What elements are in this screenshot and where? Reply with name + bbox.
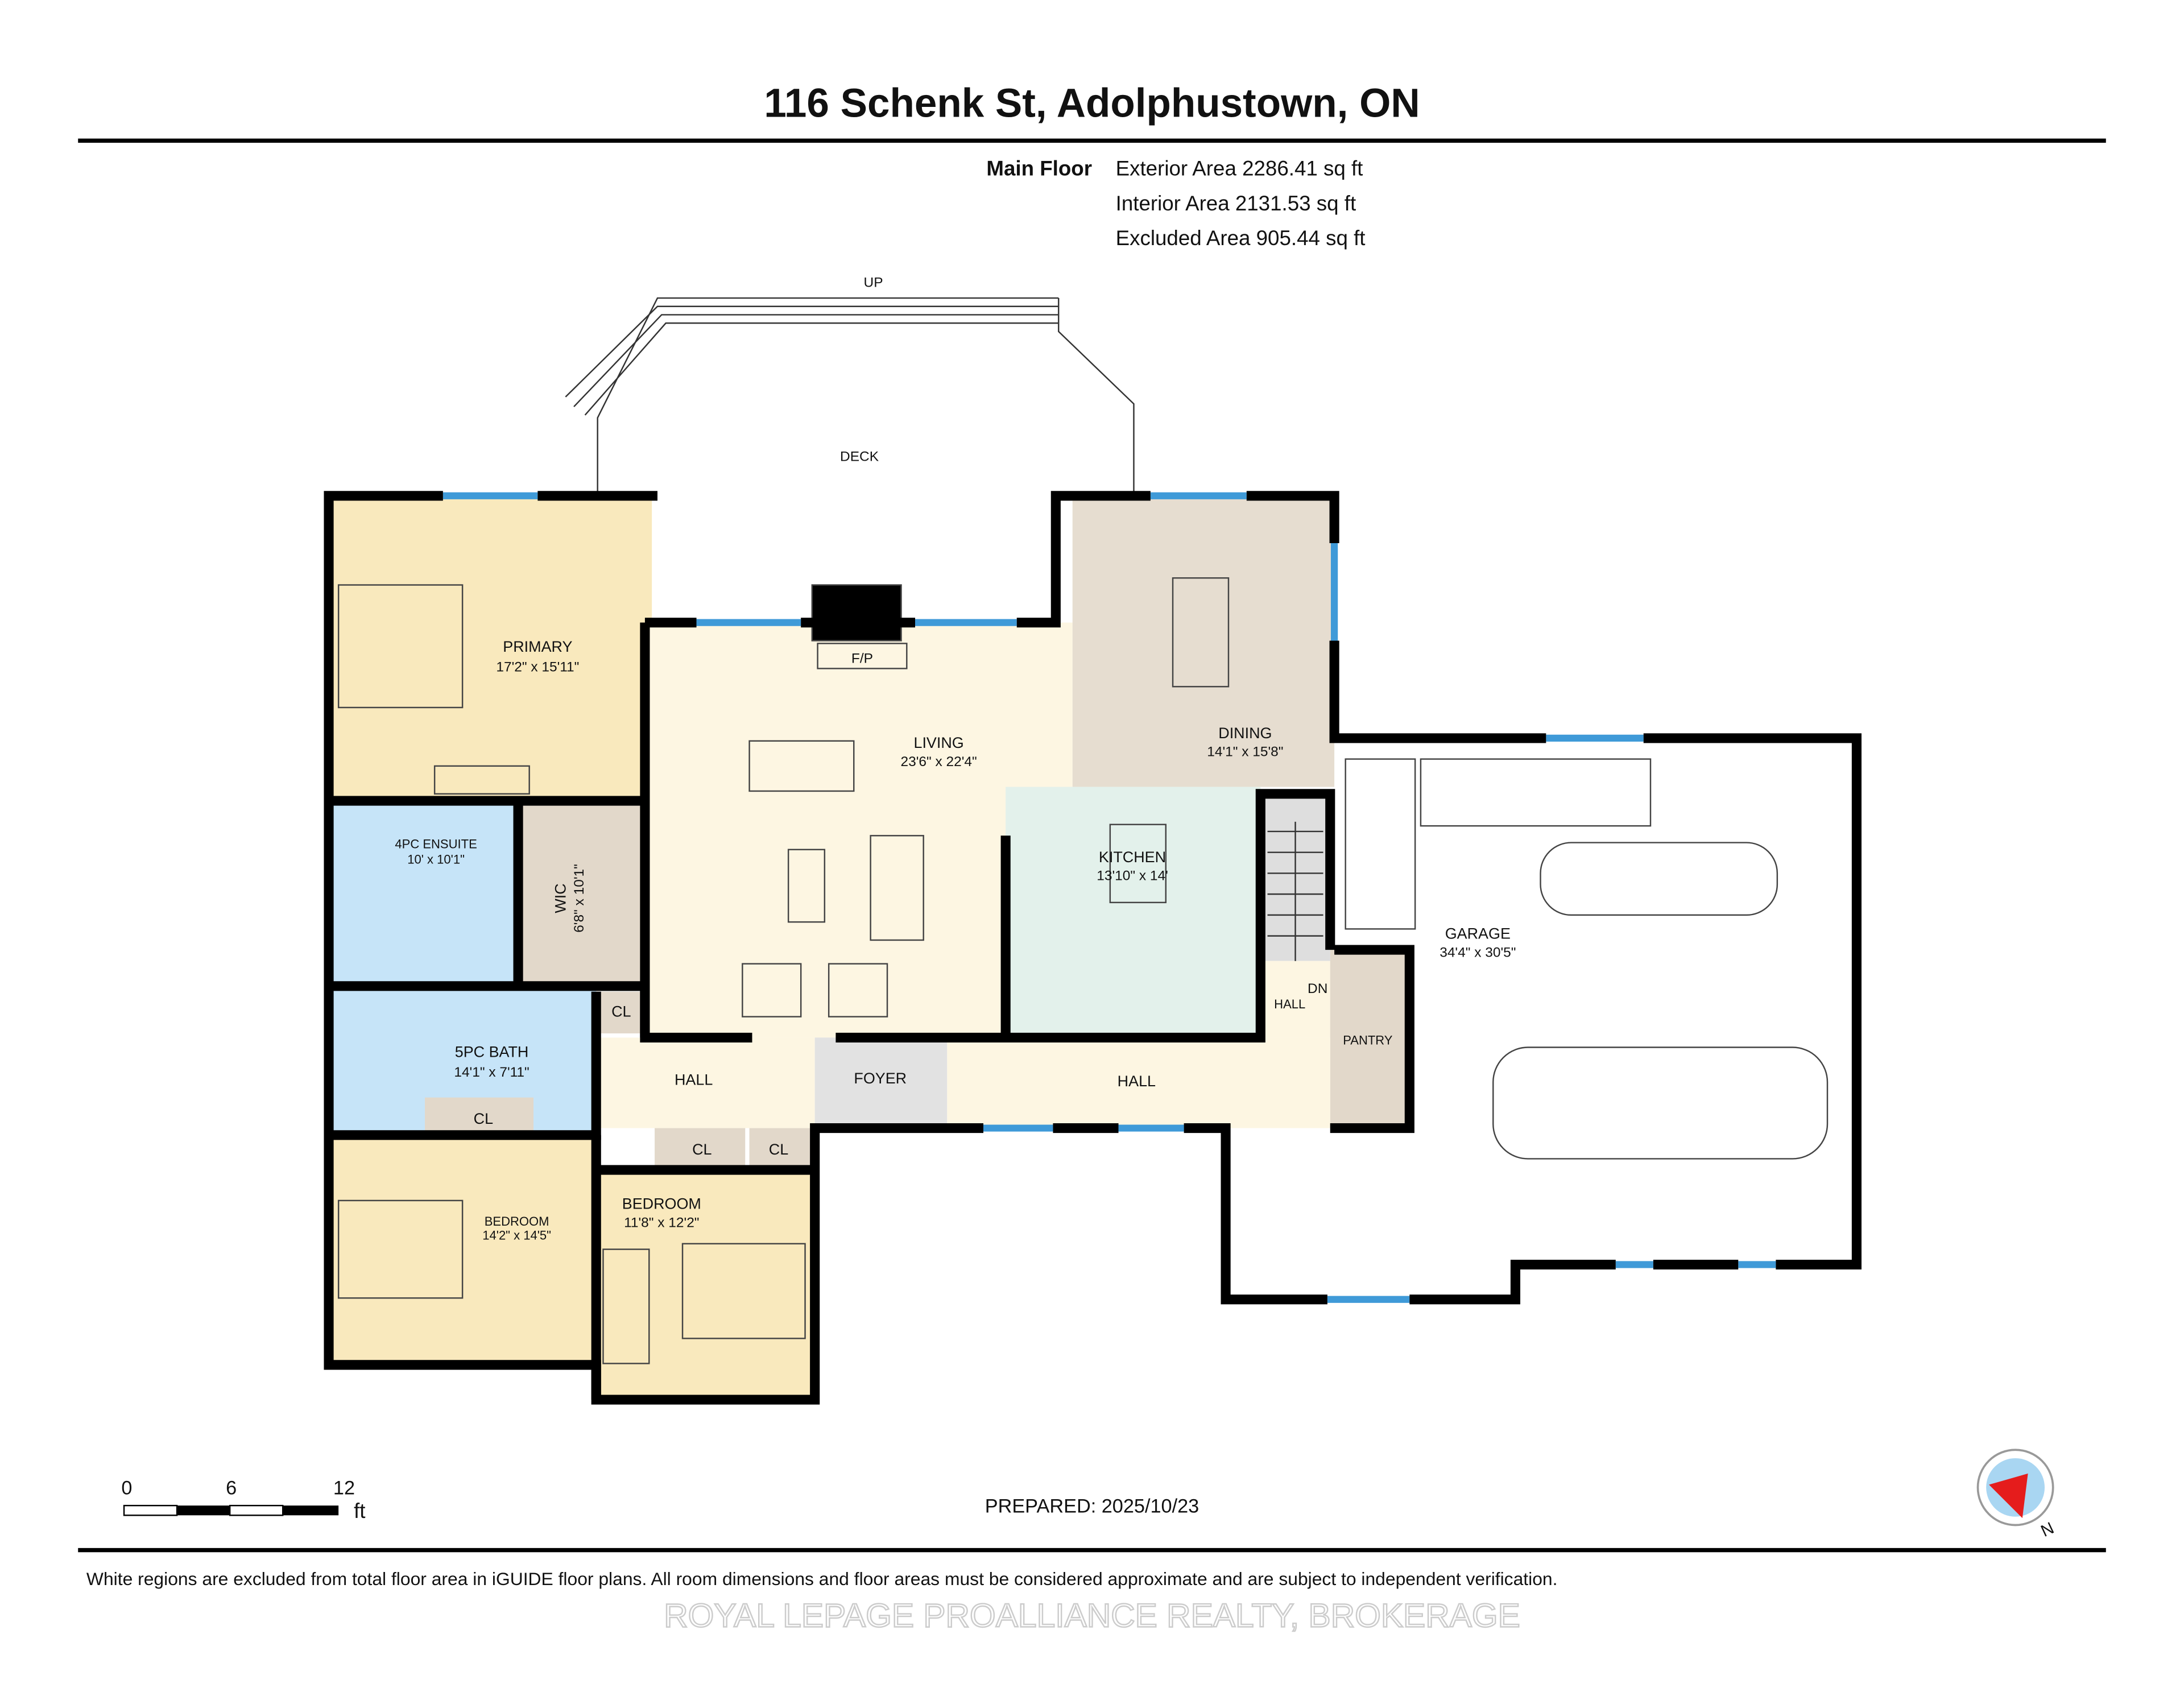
room-labels: PRIMARY 17'2" x 15'11" 4PC ENSUITE 10' x… [395, 638, 1516, 1242]
bedroom1-label: BEDROOM [485, 1214, 549, 1228]
hall-left-label: HALL [675, 1071, 713, 1089]
coffee-table [787, 849, 826, 923]
hall-small-label: HALL [1274, 997, 1305, 1011]
deck: UP DECK [565, 275, 1135, 495]
garage-bench [1420, 758, 1652, 827]
room-kitchen [1006, 787, 1261, 1038]
ensuite-label: 4PC ENSUITE [395, 837, 477, 851]
car-icon [1540, 842, 1778, 916]
closet-bedroom2-a [655, 1128, 746, 1170]
bath-dims: 14'1" x 7'11" [454, 1065, 529, 1080]
garage-label: GARAGE [1445, 925, 1511, 942]
closet-label: CL [769, 1141, 788, 1158]
scale-bar: 0 6 12 ft [121, 1478, 365, 1523]
scale-tick-12: 12 [333, 1478, 355, 1499]
kitchen-dims: 13'10" x 14' [1097, 868, 1168, 884]
ensuite-dims: 10' x 10'1" [407, 852, 465, 866]
garage-dims: 34'4" x 30'5" [1440, 945, 1516, 960]
floor-name: Main Floor [986, 157, 1092, 180]
room-hall-left [596, 1037, 815, 1128]
fireplace-label: F/P [851, 651, 873, 667]
walls [324, 491, 1862, 1405]
compass-icon: N [1976, 1449, 2057, 1541]
room-foyer [814, 1037, 948, 1128]
dining-table [1172, 577, 1230, 688]
wic-dims: 6'8" x 10'1" [572, 864, 587, 933]
truck-icon [1492, 1046, 1829, 1160]
room-hall-small [1260, 961, 1330, 1038]
page-title: 116 Schenk St, Adolphustown, ON [764, 81, 1420, 126]
sofa [748, 740, 855, 792]
exterior-area: Exterior Area 2286.41 sq ft [1116, 157, 1363, 180]
room-hall-right [947, 1037, 1330, 1128]
foyer-label: FOYER [854, 1070, 907, 1087]
dining-dims: 14'1" x 15'8" [1207, 744, 1283, 760]
deck-label: DECK [840, 449, 879, 465]
primary-label: PRIMARY [503, 638, 572, 655]
closet-bath [596, 991, 645, 1034]
sofa-2 [870, 835, 924, 941]
living-label: LIVING [913, 734, 963, 751]
interior-area: Interior Area 2131.53 sq ft [1116, 192, 1356, 215]
bed-bedroom1 [337, 1199, 464, 1299]
scale-unit: ft [354, 1499, 365, 1522]
room-bedroom2 [596, 1170, 815, 1400]
bath-label: 5PC BATH [455, 1044, 529, 1061]
room-dining [1072, 497, 1335, 787]
bed-bedroom2 [681, 1243, 806, 1339]
dining-label: DINING [1218, 725, 1272, 742]
closet-label: CL [692, 1141, 712, 1158]
room-pantry [1330, 950, 1410, 1128]
stairs-down-label: DN [1308, 981, 1327, 996]
compass-north-label: N [2038, 1519, 2057, 1541]
kitchen-island [1109, 824, 1167, 904]
bedroom2-label: BEDROOM [622, 1195, 701, 1213]
closet-bedroom2-b [749, 1128, 811, 1170]
deck-stairs-label: UP [864, 275, 883, 290]
scale-tick-6: 6 [226, 1478, 237, 1499]
excluded-area: Excluded Area 905.44 sq ft [1116, 226, 1366, 250]
bedroom2-dims: 11'8" x 12'2" [624, 1215, 699, 1230]
hall-right-label: HALL [1118, 1073, 1156, 1090]
bedroom1-dims: 14'2" x 14'5" [482, 1228, 551, 1242]
bed-primary [337, 584, 464, 709]
scale-tick-0: 0 [121, 1478, 132, 1499]
stair-treads [1267, 821, 1323, 961]
living-dims: 23'6" x 22'4" [901, 754, 977, 769]
primary-dims: 17'2" x 15'11" [496, 659, 579, 675]
pantry-label: PANTRY [1343, 1033, 1393, 1048]
room-primary [329, 495, 652, 801]
closet-label: CL [611, 1003, 631, 1020]
furniture [337, 577, 1829, 1364]
closet-bedroom1 [425, 1097, 534, 1135]
disclaimer: White regions are excluded from total fl… [86, 1569, 1558, 1589]
wic-label: WIC [552, 883, 569, 913]
watermark: ROYAL LEPAGE PROALLIANCE REALTY, BROKERA… [664, 1597, 1520, 1634]
garage-shelf [1345, 758, 1416, 930]
room-ensuite [329, 801, 519, 986]
closet-label: CL [474, 1110, 493, 1127]
prepared-date: PREPARED: 2025/10/23 [985, 1495, 1199, 1517]
kitchen-label: KITCHEN [1099, 849, 1166, 866]
room-wic [518, 801, 650, 986]
